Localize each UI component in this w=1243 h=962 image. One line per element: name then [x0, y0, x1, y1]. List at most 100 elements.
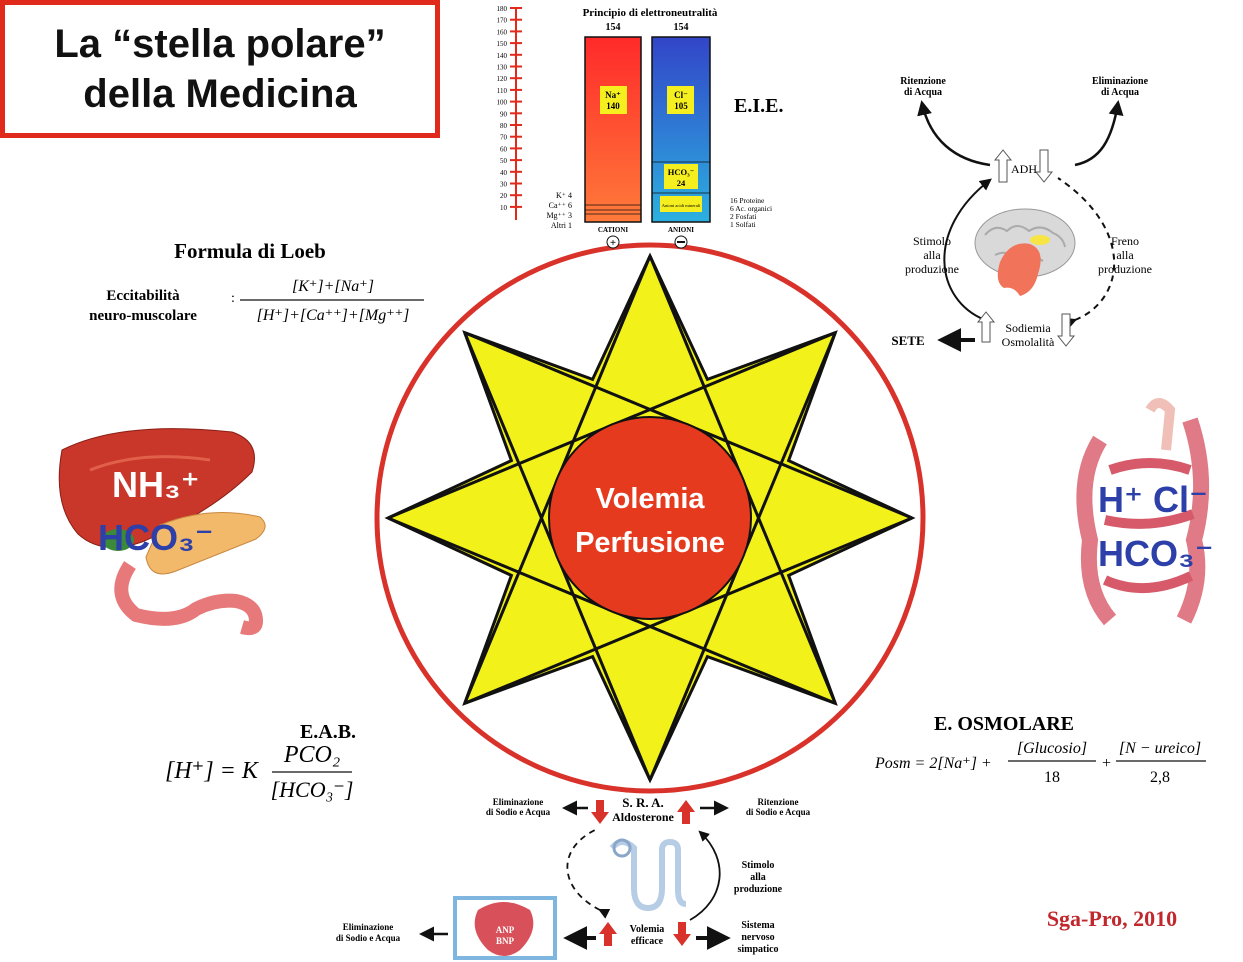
sra-title: S. R. A. [622, 795, 664, 810]
eie-left-total: 154 [606, 22, 621, 33]
sodiemia-2: Osmolalità [1002, 335, 1055, 349]
sra-cycle: Eliminazione di Sodio e Acqua S. R. A. A… [336, 795, 811, 960]
loeb-label-2: neuro-muscolare [89, 308, 197, 324]
eie-scale-label: 110 [497, 87, 508, 95]
cationi-label: CATIONI [598, 226, 628, 234]
sra-right-arc [689, 830, 721, 921]
eie-scale-label: 180 [497, 5, 508, 13]
star-group: Volemia Perfusione [374, 242, 926, 794]
osmo-glu-den: 18 [1044, 769, 1060, 786]
sodiemia-up-arrow [976, 311, 996, 343]
osmo-formula: Posm = 2[Na⁺] + [874, 755, 992, 772]
title-box: La “stella polare” della Medicina [0, 0, 440, 138]
eie-scale-label: 70 [500, 134, 508, 142]
loeb-colon: : [231, 291, 235, 306]
eliminazione-acqua-1: Eliminazione [1092, 76, 1149, 87]
adh-label: ADH [1011, 162, 1037, 176]
loeb-label-1: Eccitabilità [106, 288, 180, 304]
osmo-urea-den: 2,8 [1150, 769, 1170, 786]
bnp-label: BNP [496, 936, 515, 946]
center-circle [548, 416, 752, 620]
eliminazione-arrow [1074, 100, 1124, 167]
sra-down-arrow [591, 800, 609, 824]
sodiemia-1: Sodiemia [1005, 321, 1051, 335]
cl-value: 105 [674, 101, 688, 111]
eie-scale-label: 120 [497, 75, 508, 83]
hco3-label: HCO₃⁻ [668, 167, 694, 177]
loeb-formula: Formula di Loeb Eccitabilità neuro-musco… [89, 239, 424, 324]
eab-label: E.A.B. [300, 721, 356, 743]
sra-left-arc [566, 829, 611, 919]
eie-chart: Principio di elettroneutralità 154 154 1… [497, 5, 784, 249]
sistema-2: nervoso [741, 932, 774, 943]
eab-numerator: PCO₂ [283, 742, 340, 768]
loeb-title: Formula di Loeb [174, 239, 326, 263]
sra-elim-1: Eliminazione [493, 797, 544, 807]
osmo-plus: + [1102, 755, 1111, 772]
sra-rit-1: Ritenzione [758, 797, 799, 807]
ritenzione-arrow [917, 100, 991, 167]
sra-aldosterone: Aldosterone [612, 810, 674, 824]
sodiemia-down-arrow [1056, 313, 1076, 347]
eie-scale-label: 10 [500, 204, 508, 212]
liver-nh3: NH₃⁺ [112, 464, 200, 505]
liver-pancreas-image: NH₃⁺ HCO₃⁻ [58, 428, 266, 636]
sra-elim-2: di Sodio e Acqua [486, 807, 551, 817]
osmo-glu: [Glucosio] [1017, 740, 1087, 757]
plus-icon [606, 235, 620, 249]
eie-scale-label: 30 [500, 181, 508, 189]
sra-stimolo-3: produzione [734, 884, 783, 895]
eie-scale-label: 150 [497, 40, 508, 48]
stimolo-1: Stimolo [913, 234, 951, 248]
eab-denominator: [HCO₃⁻] [271, 777, 354, 802]
eie-cation-minor-label: Mg⁺⁺ 3 [546, 211, 572, 220]
title-line-1: La “stella polare” [54, 22, 386, 66]
eie-anion-minor-label: 1 Solfati [730, 220, 756, 229]
eie-scale-label: 40 [500, 169, 508, 177]
volemia-2: efficace [631, 936, 664, 947]
eab-lhs: [H⁺] = K [165, 758, 260, 784]
freno-1: Freno [1111, 234, 1139, 248]
liver-hco3: HCO₃⁻ [98, 517, 214, 558]
sete-label: SETE [891, 333, 924, 348]
eie-anion-minor-label: 6 Ac. organici [730, 204, 772, 213]
freno-3: produzione [1098, 262, 1152, 276]
freno-arc [1057, 177, 1116, 330]
stimolo-arc [943, 178, 992, 321]
eie-right-total: 154 [674, 22, 689, 33]
adh-down-arrow [1034, 149, 1054, 183]
osmo-label: E. OSMOLARE [934, 713, 1074, 735]
eie-cation-minor-label: Ca⁺⁺ 6 [549, 201, 572, 210]
center-line-2: Perfusione [575, 527, 725, 559]
cation-bar [584, 36, 642, 223]
stimolo-3: produzione [905, 262, 959, 276]
sra-up-arrow [677, 800, 695, 824]
plus-symbol: + [610, 237, 616, 249]
anp-label: ANP [496, 925, 515, 935]
anioni-label: ANIONI [668, 226, 694, 234]
loeb-numerator: [K⁺]+[Na⁺] [292, 278, 374, 295]
eie-scale-label: 170 [497, 17, 508, 25]
sra-elim-bottom-2: di Sodio e Acqua [336, 933, 401, 943]
eie-label: E.I.E. [734, 95, 783, 117]
na-box [600, 86, 627, 114]
anioni-acidi-box [660, 196, 702, 212]
eliminazione-acqua-2: di Acqua [1101, 87, 1139, 98]
adh-up-arrow [993, 149, 1013, 183]
anion-bar [651, 36, 711, 223]
gut-hcl: H⁺ Cl⁻ [1098, 479, 1208, 520]
cl-box [667, 86, 694, 114]
brain-image [974, 208, 1076, 296]
volemia-up-arrow [599, 922, 617, 946]
eie-scale: 1801701601501401301201101009080706050403… [497, 5, 522, 212]
credit: Sga-Pro, 2010 [1047, 906, 1177, 931]
ritenzione-acqua-2: di Acqua [904, 87, 942, 98]
volemia-1: Volemia [630, 924, 665, 935]
gut-hco3: HCO₃⁻ [1098, 533, 1214, 574]
adh-cycle: Ritenzione di Acqua Eliminazione di Acqu… [891, 76, 1152, 352]
ritenzione-acqua-1: Ritenzione [900, 76, 946, 87]
hco3-box [664, 164, 698, 189]
anioni-acidi-label: Anioni acidi minerali [662, 203, 701, 208]
